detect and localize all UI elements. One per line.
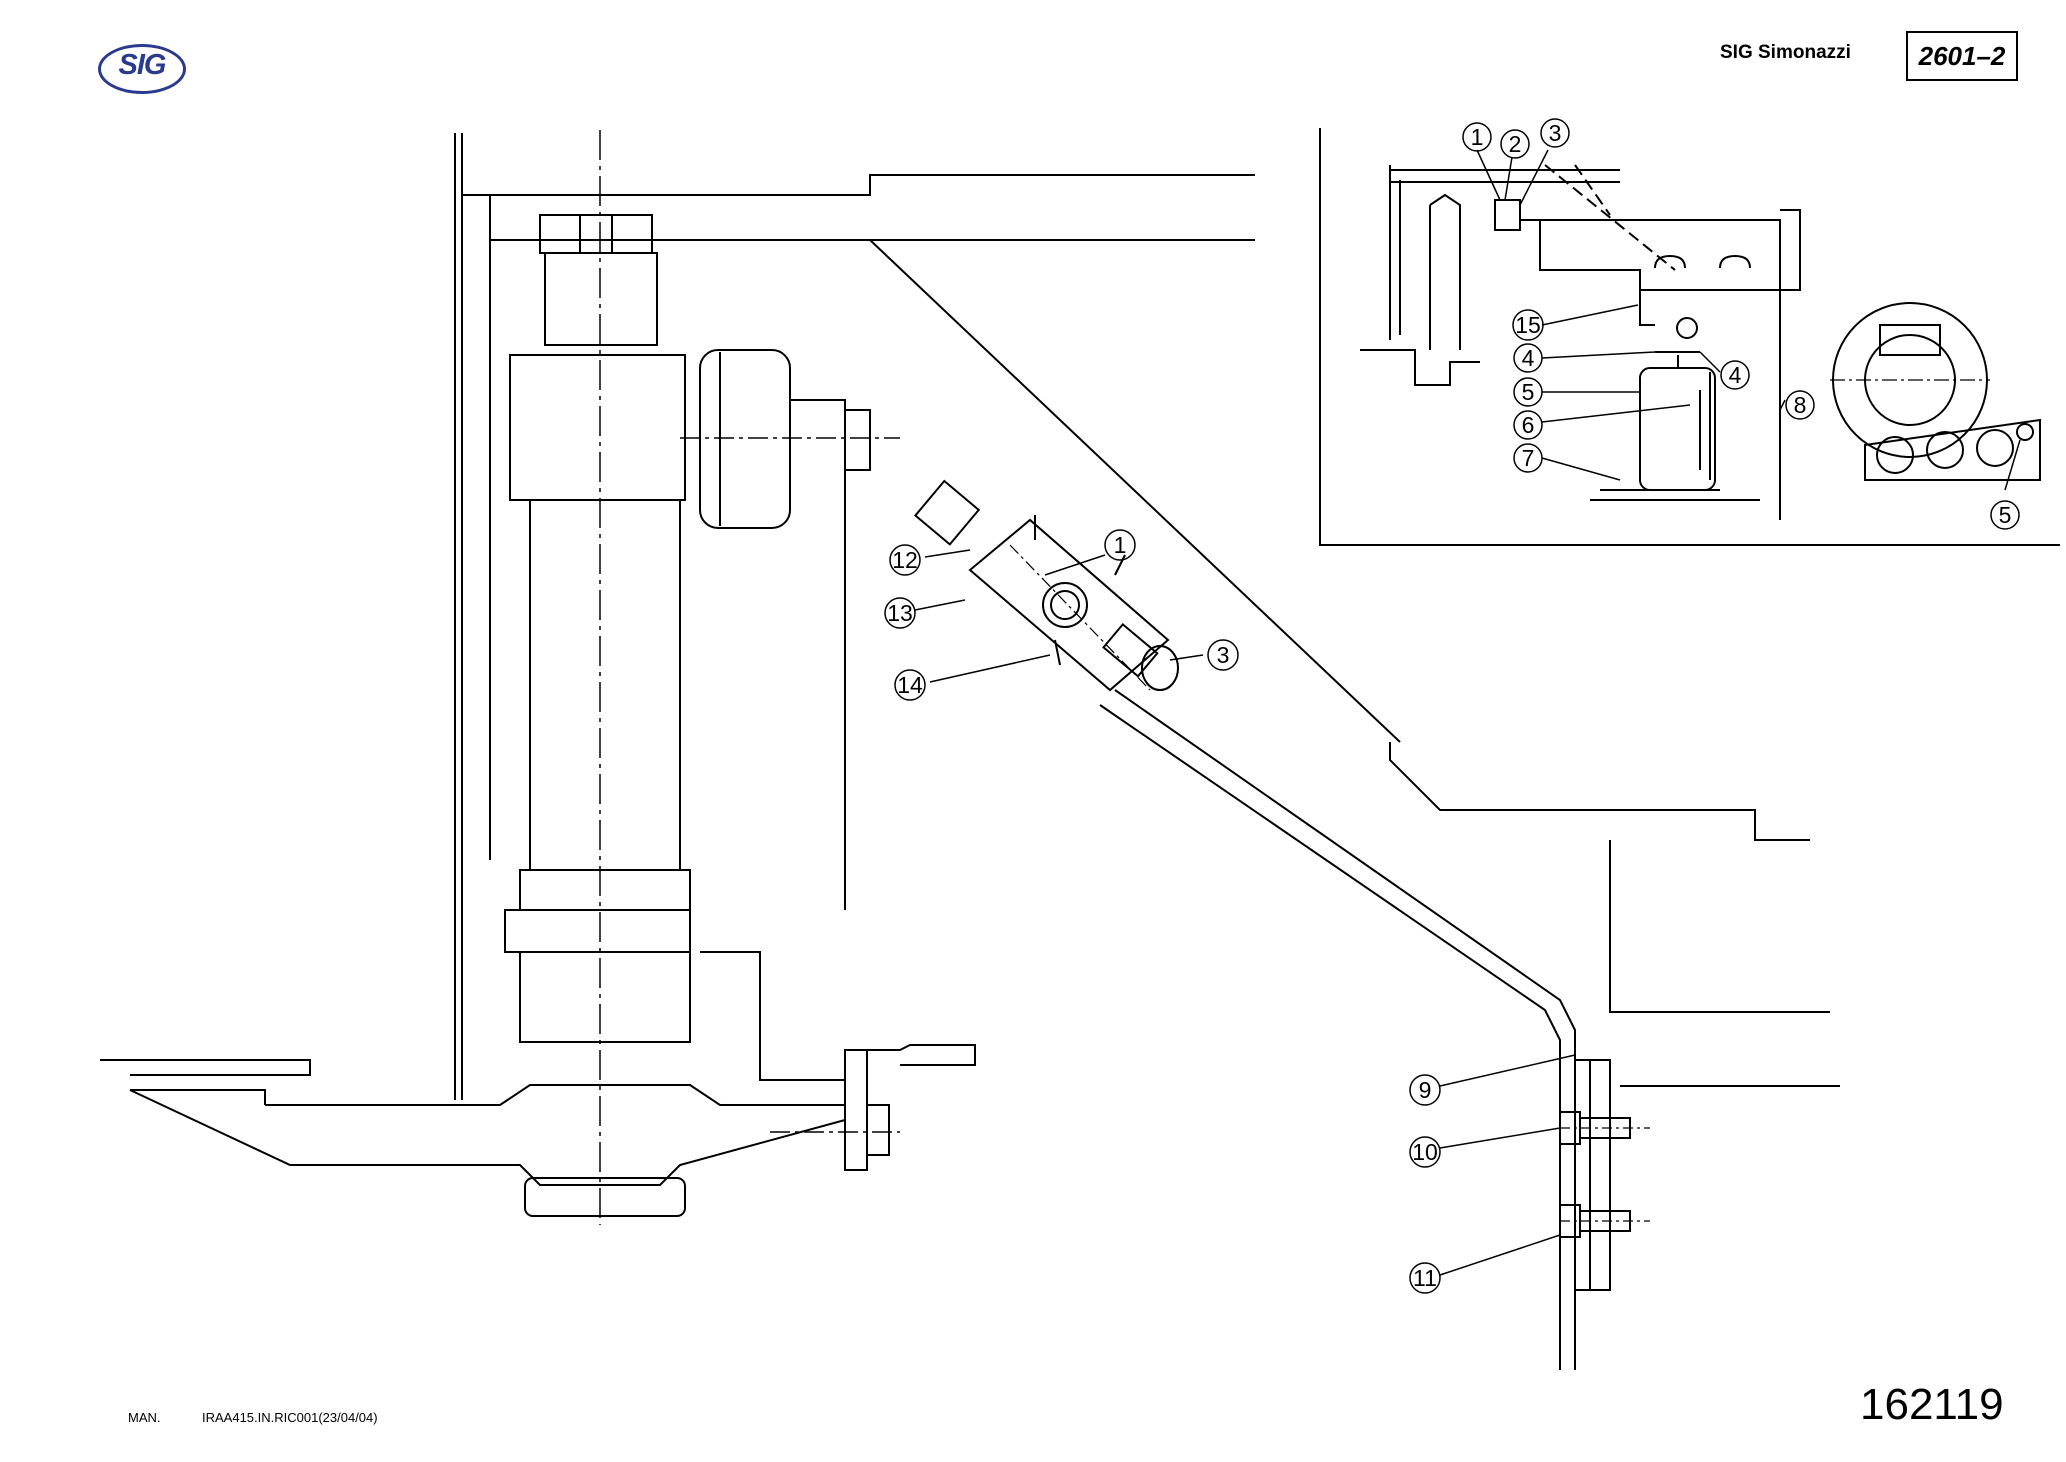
manual-label: MAN. bbox=[128, 1410, 161, 1425]
callout-12: 12 bbox=[889, 544, 921, 576]
svg-text:13: 13 bbox=[887, 600, 913, 626]
callout-11: 11 bbox=[1409, 1262, 1441, 1294]
lubricant-distributor bbox=[913, 479, 1650, 1370]
inset-callout-1: 1 bbox=[1462, 122, 1492, 152]
inset-callouts: 1 2 3 15 4 4 5 6 7 8 5 bbox=[1462, 118, 2020, 530]
logo-text: SIG bbox=[118, 49, 167, 81]
svg-text:8: 8 bbox=[1794, 392, 1807, 418]
svg-text:7: 7 bbox=[1522, 445, 1535, 471]
company-name: SIG Simonazzi bbox=[1720, 42, 1851, 63]
svg-text:2: 2 bbox=[1509, 131, 1522, 157]
sig-logo: SIG bbox=[98, 44, 186, 94]
svg-text:3: 3 bbox=[1549, 120, 1562, 146]
svg-text:12: 12 bbox=[892, 547, 918, 573]
callout-14: 14 bbox=[894, 669, 926, 701]
svg-text:4: 4 bbox=[1522, 345, 1535, 371]
svg-text:4: 4 bbox=[1729, 362, 1742, 388]
callout-3: 3 bbox=[1207, 639, 1239, 671]
document-code: IRAA415.IN.RIC001(23/04/04) bbox=[202, 1410, 378, 1425]
svg-text:10: 10 bbox=[1412, 1139, 1438, 1165]
inset-callout-8: 8 bbox=[1785, 390, 1815, 420]
callout-9: 9 bbox=[1409, 1074, 1441, 1106]
inset-callout-7: 7 bbox=[1513, 443, 1543, 473]
inset-callout-3: 3 bbox=[1540, 118, 1570, 148]
svg-text:3: 3 bbox=[1217, 642, 1230, 668]
svg-text:5: 5 bbox=[1999, 502, 2012, 528]
svg-text:1: 1 bbox=[1114, 532, 1127, 558]
callout-1: 1 bbox=[1104, 529, 1136, 561]
machine-frame bbox=[100, 130, 1840, 1225]
svg-text:11: 11 bbox=[1413, 1265, 1437, 1291]
svg-text:15: 15 bbox=[1515, 312, 1541, 338]
inset-callout-4a: 4 bbox=[1513, 343, 1543, 373]
inset-callout-15: 15 bbox=[1512, 309, 1544, 341]
callout-leaders bbox=[914, 149, 2021, 1276]
inset-callout-4b: 4 bbox=[1720, 360, 1750, 390]
callout-13: 13 bbox=[884, 597, 916, 629]
page-number: 162119 bbox=[1860, 1380, 2004, 1429]
inset-schematic bbox=[1319, 128, 2060, 546]
svg-text:14: 14 bbox=[897, 672, 923, 698]
inset-callout-5b: 5 bbox=[1990, 500, 2020, 530]
callout-10: 10 bbox=[1409, 1136, 1441, 1168]
document-number: 2601–2 bbox=[1906, 31, 2018, 81]
main-callouts: 1 3 9 10 11 12 13 14 bbox=[884, 529, 1441, 1294]
svg-text:9: 9 bbox=[1419, 1077, 1432, 1103]
svg-text:6: 6 bbox=[1522, 412, 1535, 438]
svg-text:1: 1 bbox=[1471, 124, 1484, 150]
inset-callout-2: 2 bbox=[1500, 129, 1530, 159]
inset-callout-5a: 5 bbox=[1513, 377, 1543, 407]
svg-text:5: 5 bbox=[1522, 379, 1535, 405]
inset-callout-6: 6 bbox=[1513, 410, 1543, 440]
